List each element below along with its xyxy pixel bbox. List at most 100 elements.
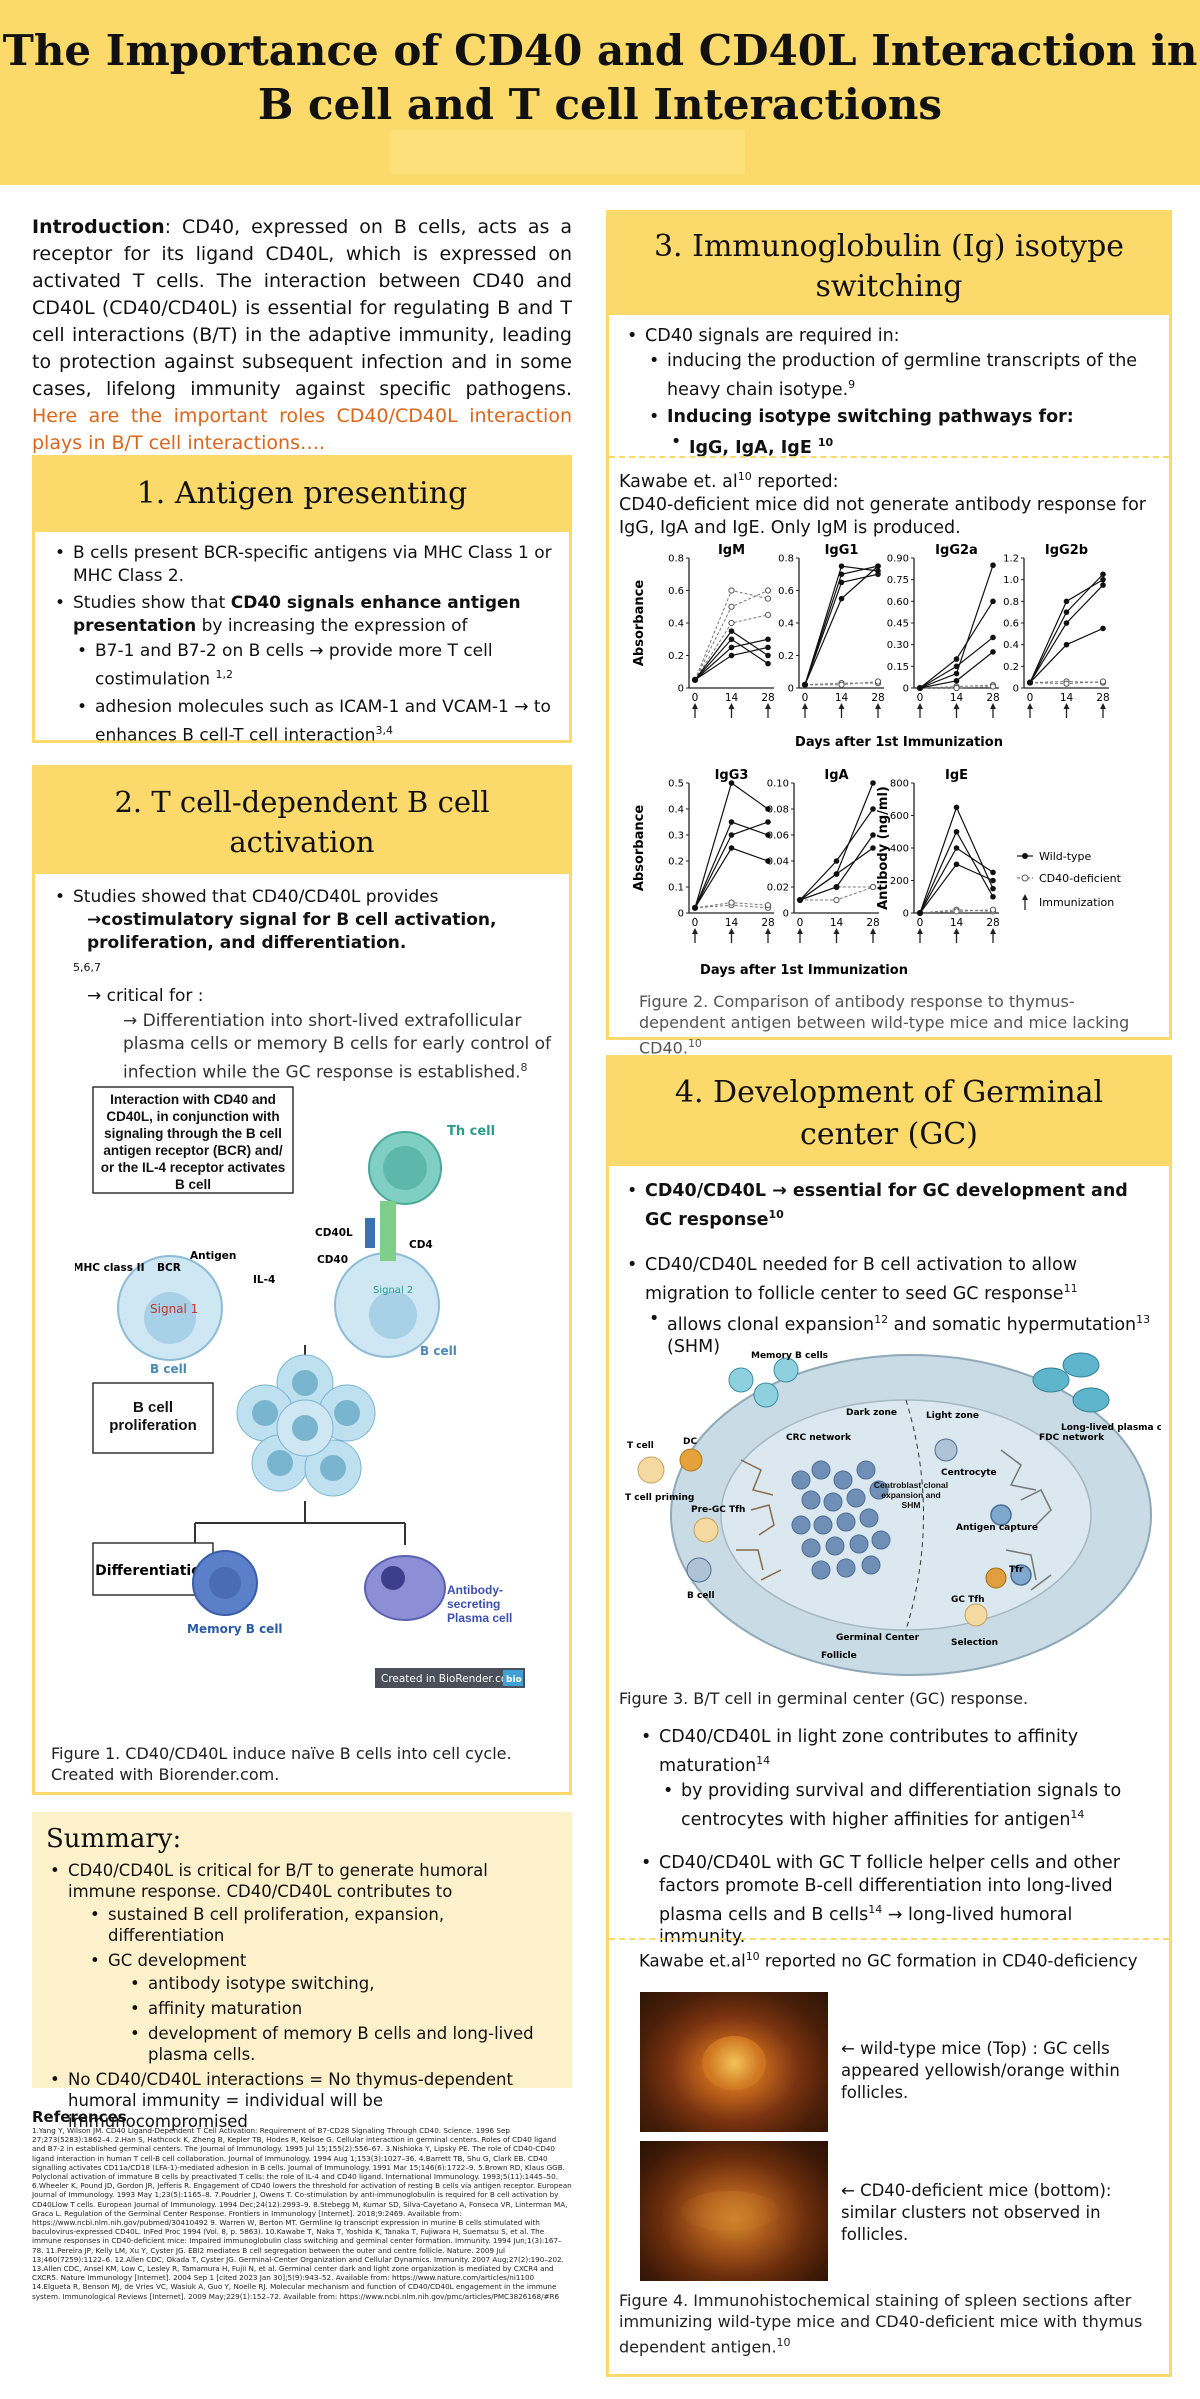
wild-type-point-igg3-2-2 (765, 858, 771, 864)
wild-type-point-iga-3-2 (870, 845, 876, 851)
differentiation-label: Differentiation (95, 1563, 211, 1579)
legend-cd40-deficient-label: CD40-deficient (1039, 872, 1122, 885)
gc-label-gctfh: GC Tfh (951, 1595, 985, 1605)
gc-label-light: Light zone (926, 1411, 979, 1421)
y-axis-label-top: Absorbance (632, 580, 647, 666)
cd40-deficient-point-igm-0-2 (764, 595, 772, 602)
y-tick-label-igg2a-6: 0.90 (887, 554, 909, 565)
summary-bullet-2: No CD40/CD40L interactions = No thymus-d… (46, 2069, 558, 2132)
wild-type-point-iga-2-1 (833, 884, 840, 890)
x-tick-label-igg3-0: 0 (692, 917, 699, 929)
y-tick-label-igg2a-1: 0.15 (887, 662, 909, 673)
memory-b-cell-label: Memory B cell (187, 1622, 283, 1636)
wild-type-point-igg2b-0-2 (1100, 571, 1106, 578)
figure-2-caption: Figure 2. Comparison of antibody respons… (639, 992, 1130, 1058)
section2-costim: →costimulatory signal for B cell activat… (87, 910, 497, 953)
wild-type-line-igm-2 (694, 646, 769, 681)
y-tick-label-ige-1: 200 (890, 876, 909, 887)
immunization-arrowhead-iga-1 (833, 928, 840, 934)
legend-immunization-label: Immunization (1039, 896, 1114, 909)
legend-wild-type-label: Wild-type (1039, 850, 1092, 863)
cd40-deficient-point-igg3-1-1 (728, 899, 735, 906)
y-tick-label-iga-5: 0.10 (767, 779, 789, 790)
y-axis-label-bottom-right: Antibody (ng/ml) (876, 786, 891, 910)
section1-bullet-2: Studies show that CD40 signals enhance a… (51, 592, 553, 747)
section1-bullet-1: B cells present BCR-specific antigens vi… (51, 542, 553, 588)
immunization-arrowhead-igg3-1 (728, 928, 735, 934)
x-tick-label-ige-2: 28 (986, 917, 999, 929)
figure-3-caption: Figure 3. B/T cell in germinal center (G… (619, 1689, 1029, 1708)
wild-type-point-igg1-2-1 (838, 579, 845, 586)
section3-bullet-1b1: IgG, IgA, IgE 10 (667, 431, 1155, 460)
wild-type-point-igg1-3-2 (875, 563, 881, 569)
y-tick-label-igg1-3: 0.6 (778, 586, 794, 597)
x-tick-label-igg3-2: 28 (761, 917, 774, 929)
wild-type-point-igg2b-1-2 (1100, 582, 1106, 588)
centroblast-cluster (791, 1460, 891, 1580)
section-germinal-center: 4. Development of Germinal center (GC) C… (606, 1055, 1172, 2377)
wild-type-point-ige-1-1 (953, 845, 960, 851)
gc-label-fdc: FDC network (1039, 1433, 1105, 1443)
plasma-cell (364, 1555, 446, 1621)
gc-label-long-lived: Long-lived plasma cells (1061, 1423, 1161, 1433)
immunization-arrowhead-igg1-1 (838, 703, 845, 709)
wild-type-point-igg1-3-0 (802, 681, 808, 688)
biorender-logo: bio (506, 1675, 522, 1685)
references-text: 1.Yang Y, Wilson JM. CD40 Ligand-Depende… (32, 2126, 572, 2301)
wild-type-point-igg2a-3-1 (953, 677, 960, 684)
immunization-arrowhead-igg3-0 (692, 928, 698, 934)
section4-wt-text: ← wild-type mice (Top) : GC cells appear… (841, 2039, 1120, 2102)
wild-type-line-igg2a-0 (919, 565, 994, 689)
signal2-label: Signal 2 (373, 1285, 413, 1296)
section4-bullet-3: CD40/CD40L in light zone contributes to … (637, 1726, 1162, 1832)
intro-lead: Introduction (32, 216, 165, 238)
wild-type-point-ige-0-1 (953, 804, 960, 811)
y-tick-label-iga-2: 0.04 (767, 857, 789, 868)
wild-type-line-igg2b-2 (1029, 627, 1104, 683)
cd40-deficient-point-ige-1-2 (989, 906, 997, 913)
y-tick-label-igg2a-3: 0.45 (887, 619, 909, 630)
panel-title-iga: IgA (824, 768, 848, 783)
wild-type-point-igg3-1-1 (728, 819, 735, 825)
panel-title-igm: IgM (718, 543, 745, 558)
wild-type-point-igg3-3-1 (728, 832, 735, 838)
y-tick-label-ige-4: 800 (890, 779, 909, 790)
section4-body: CD40/CD40L → essential for GC developmen… (609, 1166, 1169, 1377)
wild-type-point-ige-1-2 (990, 869, 996, 876)
il4-label: IL-4 (253, 1274, 275, 1286)
y-tick-label-iga-3: 0.06 (767, 831, 789, 842)
section4-header: 4. Development of Germinal center (GC) (609, 1058, 1169, 1166)
x-tick-label-igm-0: 0 (692, 692, 699, 704)
gc-label-dc: DC (683, 1437, 697, 1447)
y-tick-label-igg1-4: 0.8 (778, 554, 794, 565)
immunization-arrowhead-igg2b-0 (1027, 703, 1033, 709)
section2-bullet-1: Studies showed that CD40/CD40L provides … (51, 886, 553, 1084)
y-tick-label-igg2b-3: 0.6 (1003, 619, 1019, 630)
x-tick-label-iga-1: 14 (830, 917, 844, 929)
cd40-deficient-point-igm-2-1 (728, 619, 735, 627)
y-tick-label-igg3-3: 0.3 (668, 831, 684, 842)
centrocyte (934, 1438, 958, 1462)
wild-type-line-igg3-2 (694, 847, 769, 909)
wild-type-point-igg3-2-1 (728, 845, 735, 851)
cd40-deficient-point-igg1-1-1 (838, 681, 845, 688)
wild-type-point-ige-2-1 (953, 861, 960, 868)
wild-type-point-igg2b-2-1 (1063, 641, 1070, 648)
y-tick-label-igg2b-5: 1.0 (1003, 575, 1019, 586)
y-axis-label-bottom-left: Absorbance (632, 805, 647, 891)
gc-label-dark: Dark zone (846, 1408, 897, 1418)
fdc-network (990, 1449, 1052, 1591)
wild-type-point-iga-1-2 (870, 806, 876, 812)
immunization-arrowhead-igg2b-1 (1063, 703, 1070, 709)
immunization-arrowhead-igg3-2 (765, 928, 771, 934)
wild-type-line-igg2b-0 (1029, 573, 1104, 683)
wild-type-point-iga-0-2 (870, 780, 876, 786)
wild-type-point-igg1-3-1 (838, 595, 845, 602)
wild-type-point-iga-3-0 (797, 897, 803, 903)
section4-lower-bullets: CD40/CD40L in light zone contributes to … (637, 1726, 1162, 1953)
wild-type-point-ige-3-1 (953, 828, 960, 835)
wild-type-point-ige-0-2 (990, 885, 996, 892)
wild-type-point-igg3-3-2 (765, 819, 771, 825)
x-tick-label-igg2a-1: 14 (950, 692, 964, 704)
wild-type-point-igg2b-0-1 (1063, 609, 1070, 615)
